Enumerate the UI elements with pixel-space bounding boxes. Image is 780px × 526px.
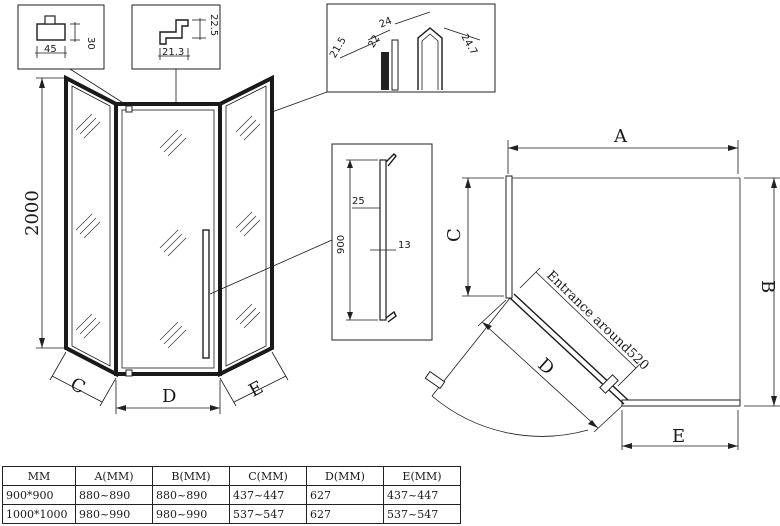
front-c-label: C bbox=[67, 374, 89, 399]
cell-e: 537~547 bbox=[383, 504, 461, 524]
front-d-label: D bbox=[162, 386, 176, 407]
door-handle bbox=[202, 229, 210, 359]
front-view: 2000 C D E bbox=[22, 74, 289, 414]
profile-width-label: 45 bbox=[44, 44, 57, 55]
header-e: E(MM) bbox=[383, 466, 461, 486]
header-mm: MM bbox=[2, 466, 76, 486]
plan-c-label: C bbox=[444, 228, 465, 242]
table-row: 1000*1000 980~990 980~990 537~547 627 53… bbox=[2, 504, 461, 524]
profile2-width-label: 21.3 bbox=[162, 47, 184, 58]
table-header-row: MM A(MM) B(MM) C(MM) D(MM) E(MM) bbox=[2, 466, 461, 486]
detail-box-handle: 900 25 13 bbox=[331, 143, 433, 341]
detail-box-profile-45x30: 45 30 bbox=[17, 4, 105, 70]
front-e-label: E bbox=[245, 377, 266, 402]
handle-d2-label: 13 bbox=[398, 240, 411, 251]
cell-a: 980~990 bbox=[75, 504, 153, 524]
cell-size: 1000*1000 bbox=[2, 504, 76, 524]
detail-box-hinge: 21.5 22 24 24.7 bbox=[326, 3, 496, 93]
cell-c: 437~447 bbox=[229, 485, 307, 505]
hinge-dim-c: 24 bbox=[378, 16, 394, 31]
handle-length-label: 900 bbox=[336, 235, 347, 254]
profile-height-label: 30 bbox=[85, 37, 96, 50]
header-a: A(MM) bbox=[75, 466, 153, 486]
plan-a-label: A bbox=[613, 126, 628, 147]
detail-box-profile-21x22: 21.3 22.5 bbox=[131, 4, 221, 70]
plan-d-label: D bbox=[533, 354, 558, 379]
header-c: C(MM) bbox=[229, 466, 307, 486]
table-row: 900*900 880~890 880~890 437~447 627 437~… bbox=[2, 485, 461, 505]
cell-d: 627 bbox=[306, 504, 384, 524]
cell-size: 900*900 bbox=[2, 485, 76, 505]
cell-b: 980~990 bbox=[152, 504, 230, 524]
cell-d: 627 bbox=[306, 485, 384, 505]
cell-e: 437~447 bbox=[383, 485, 461, 505]
plan-e-label: E bbox=[672, 426, 685, 447]
header-b: B(MM) bbox=[152, 466, 230, 486]
cell-c: 537~547 bbox=[229, 504, 307, 524]
cell-a: 880~890 bbox=[75, 485, 153, 505]
front-height-label: 2000 bbox=[22, 190, 43, 236]
header-d: D(MM) bbox=[306, 466, 384, 486]
cell-b: 880~890 bbox=[152, 485, 230, 505]
spec-table: MM A(MM) B(MM) C(MM) D(MM) E(MM) 900*900… bbox=[2, 466, 461, 524]
profile2-height-label: 22.5 bbox=[208, 14, 219, 36]
handle-d1-label: 25 bbox=[352, 196, 365, 207]
plan-b-label: B bbox=[757, 280, 778, 293]
plan-entrance-label: Entrance around520 bbox=[543, 268, 651, 373]
plan-view: A B C D Entrance around520 E bbox=[424, 126, 780, 450]
